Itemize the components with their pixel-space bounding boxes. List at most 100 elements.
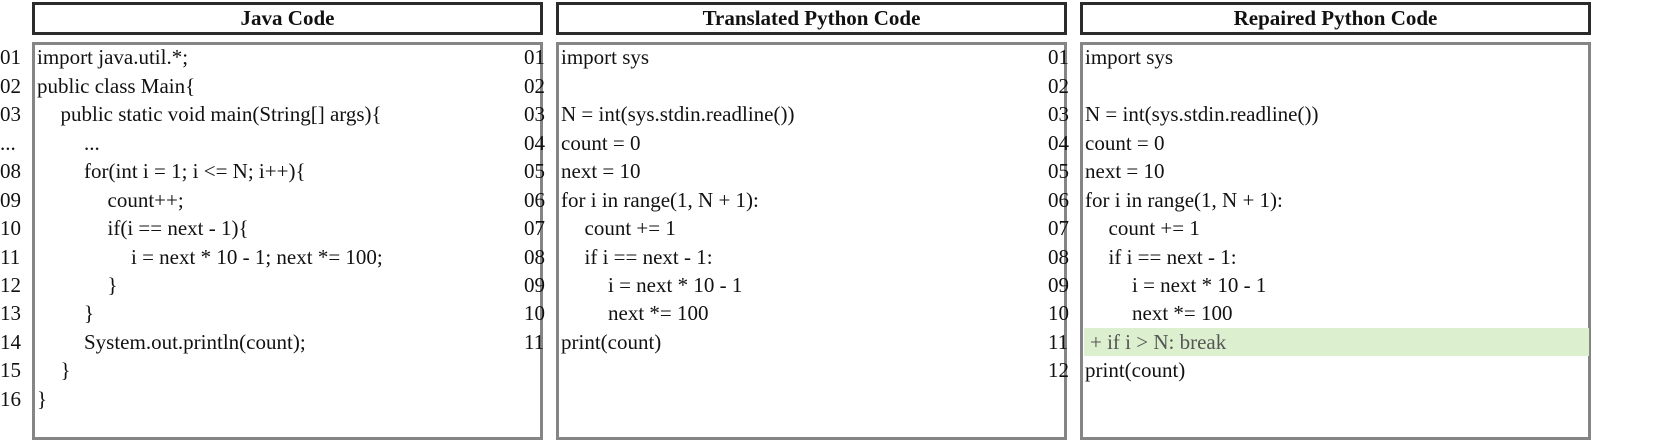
code-line: 08 if i == next - 1: [524, 242, 1076, 272]
line-number: 10 [524, 301, 545, 325]
line-number: 09 [524, 273, 545, 297]
line-number: 08 [1048, 245, 1069, 269]
line-number: 12 [1048, 358, 1069, 382]
line-number: 11 [524, 330, 545, 354]
code-text: print(count) [561, 330, 662, 354]
line-number: 01 [0, 45, 21, 69]
line-number: 04 [524, 131, 545, 155]
code-line: 04 count = 0 [1048, 128, 1600, 158]
code-text: count += 1 [584, 216, 676, 240]
code-text: for(int i = 1; i <= N; i++){ [84, 159, 306, 183]
code-line: 01 import sys [1048, 42, 1600, 72]
code-text: next = 10 [1085, 159, 1165, 183]
line-number: 09 [1048, 273, 1069, 297]
code-line: 15} [0, 355, 552, 385]
code-text: import java.util.*; [37, 45, 189, 69]
code-text: print(count) [1085, 358, 1186, 382]
code-text: i = next * 10 - 1 [608, 273, 743, 297]
code-text: } [84, 301, 95, 325]
code-line: 08 if i == next - 1: [1048, 242, 1600, 272]
code-line: 06 for i in range(1, N + 1): [524, 185, 1076, 215]
line-number: 08 [0, 159, 21, 183]
code-line: 11 print(count) [524, 327, 1076, 357]
code-line: 02 public class Main{ [0, 71, 552, 101]
panel-title-repaired: Repaired Python Code [1080, 2, 1591, 35]
code-text: public class Main{ [37, 74, 196, 98]
line-number: 01 [1048, 45, 1069, 69]
line-number: 06 [524, 188, 545, 212]
code-box-java [32, 42, 543, 440]
code-line: 06 for i in range(1, N + 1): [1048, 185, 1600, 215]
code-text: count = 0 [1085, 131, 1165, 155]
code-text: import sys [561, 45, 650, 69]
code-box-translated [556, 42, 1067, 440]
code-line: 09 i = next * 10 - 1 [524, 270, 1076, 300]
code-line: 10 next *= 100 [1048, 298, 1600, 328]
line-number: 07 [1048, 216, 1069, 240]
code-line: 11 + if i > N: break [1048, 327, 1600, 357]
line-number: 03 [524, 102, 545, 126]
code-text: } [107, 273, 118, 297]
panel-translated: Translated Python Code 01 import sys 02 03 N … [524, 0, 1076, 447]
line-number: ... [0, 131, 16, 155]
code-line: 16} [0, 384, 552, 414]
code-text: N = int(sys.stdin.readline()) [1085, 102, 1319, 126]
line-number: 04 [1048, 131, 1069, 155]
line-number: 13 [0, 301, 21, 325]
code-text: public static void main(String[] args){ [60, 102, 382, 126]
panel-java: Java Code 01 import java.util.*; 02 public c… [0, 0, 552, 447]
line-number: 01 [524, 45, 545, 69]
line-number: 05 [524, 159, 545, 183]
code-text: N = int(sys.stdin.readline()) [561, 102, 795, 126]
code-text: for i in range(1, N + 1): [561, 188, 759, 212]
code-text: i = next * 10 - 1; next *= 100; [131, 245, 383, 269]
code-line: 01 import sys [524, 42, 1076, 72]
code-text: next *= 100 [608, 301, 709, 325]
line-number: 11 [1048, 330, 1069, 354]
code-text: if i == next - 1: [1108, 245, 1237, 269]
line-number: 10 [1048, 301, 1069, 325]
code-text: next = 10 [561, 159, 641, 183]
code-text: } [60, 358, 71, 382]
code-box-repaired [1080, 42, 1591, 440]
line-number: 14 [0, 330, 21, 354]
code-line: 03 public static void main(String[] args)… [0, 99, 552, 129]
line-number: 03 [1048, 102, 1069, 126]
code-text: next *= 100 [1132, 301, 1233, 325]
added-code-text: + if i > N: break [1090, 330, 1227, 354]
line-number: 02 [1048, 74, 1069, 98]
code-text: if i == next - 1: [584, 245, 713, 269]
code-text: if(i == next - 1){ [107, 216, 249, 240]
line-number: 15 [0, 358, 21, 382]
code-line: 05 next = 10 [1048, 156, 1600, 186]
code-line: 12} [0, 270, 552, 300]
line-number: 06 [1048, 188, 1069, 212]
code-line: 10 next *= 100 [524, 298, 1076, 328]
code-line: 09 i = next * 10 - 1 [1048, 270, 1600, 300]
code-text: for i in range(1, N + 1): [1085, 188, 1283, 212]
code-text: } [37, 387, 48, 411]
code-line: 02 [524, 71, 1076, 101]
panel-title-java: Java Code [32, 2, 543, 35]
code-text: import sys [1085, 45, 1174, 69]
code-text: i = next * 10 - 1 [1132, 273, 1267, 297]
code-line: 12 print(count) [1048, 355, 1600, 385]
code-line: 08 for(int i = 1; i <= N; i++){ [0, 156, 552, 186]
line-number: 02 [524, 74, 545, 98]
line-number: 05 [1048, 159, 1069, 183]
line-number: 16 [0, 387, 21, 411]
line-number: 03 [0, 102, 21, 126]
code-line: 13} [0, 298, 552, 328]
added-line-highlight [1084, 328, 1589, 356]
code-line: 03 N = int(sys.stdin.readline()) [524, 99, 1076, 129]
code-line: 03 N = int(sys.stdin.readline()) [1048, 99, 1600, 129]
panel-title-translated: Translated Python Code [556, 2, 1067, 35]
code-line: 01 import java.util.*; [0, 42, 552, 72]
code-line: 07 count += 1 [524, 213, 1076, 243]
